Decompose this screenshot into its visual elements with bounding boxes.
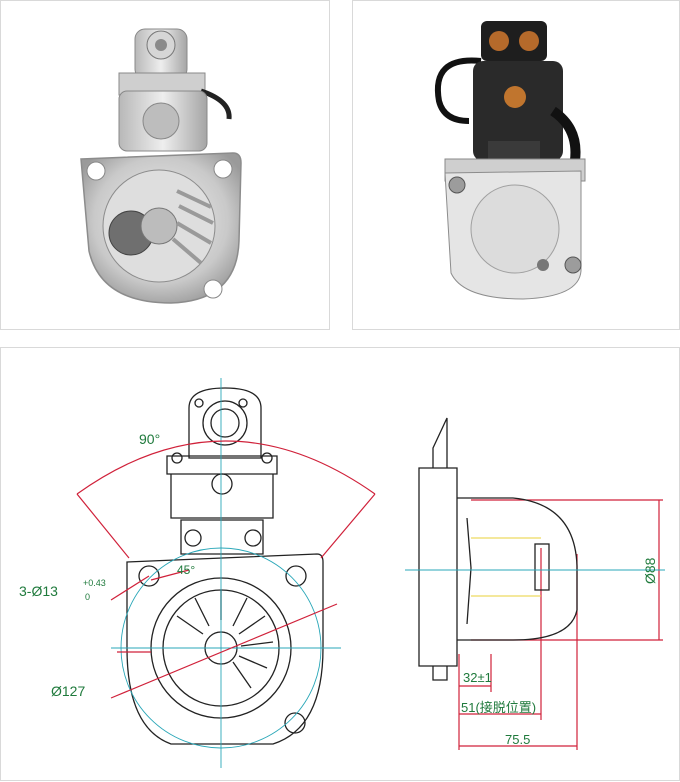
- technical-drawing-panel: 90° 3-Ø13 +0.43 0 45° Ø127 Ø88 32±1 51(接…: [0, 347, 680, 781]
- holes-diameter-label: 3-Ø13: [19, 583, 58, 599]
- angle-45-label: 45°: [177, 563, 195, 577]
- angle-90-label: 90°: [139, 431, 160, 447]
- diameter-88-label: Ø88: [642, 557, 658, 584]
- rear-photo-panel: [352, 0, 680, 330]
- starter-motor-rear-photo: [434, 21, 586, 300]
- holes-tol-lower: 0: [85, 592, 90, 602]
- dim-51-label: 51(接脱位置): [461, 700, 536, 715]
- dim-75-label: 75.5: [505, 732, 530, 747]
- diameter-127-label: Ø127: [51, 683, 85, 699]
- dim-32-label: 32±1: [463, 670, 492, 685]
- starter-motor-drawing: 90° 3-Ø13 +0.43 0 45° Ø127 Ø88 32±1 51(接…: [19, 378, 665, 768]
- holes-tol-upper: +0.43: [83, 578, 106, 588]
- front-photo-panel: [0, 0, 330, 330]
- starter-motor-front-photo: [80, 28, 242, 304]
